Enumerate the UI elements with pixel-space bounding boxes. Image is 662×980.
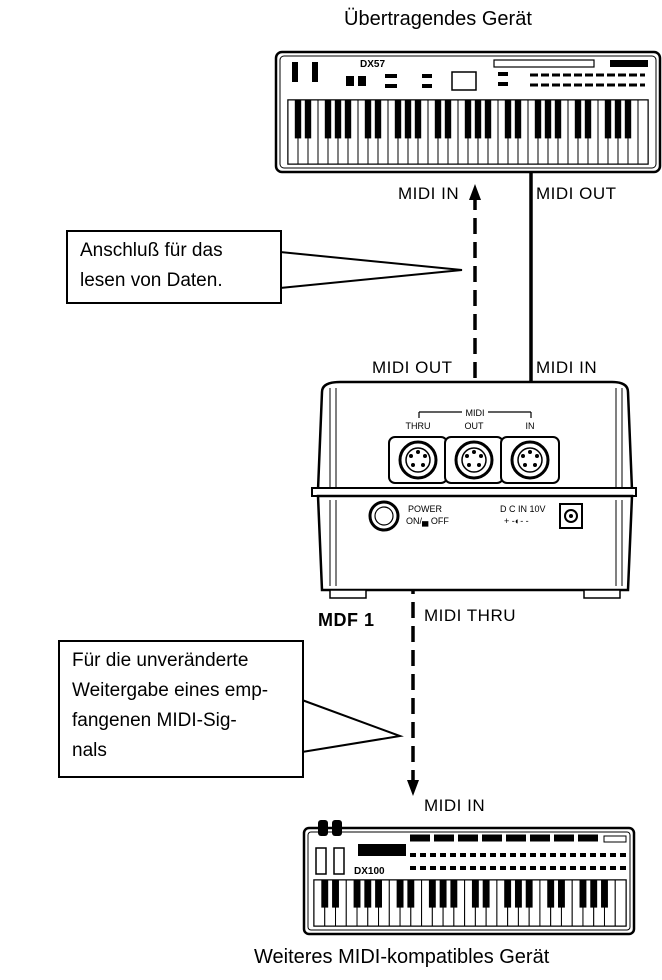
power-state-label: ON/▄ OFF [406,516,449,527]
black-key [435,100,441,138]
callout-thru-line2: Weitergabe eines emp- [72,676,290,706]
black-key [547,880,554,908]
black-key [332,880,339,908]
black-key [483,880,490,908]
arrow-up-head [469,184,481,200]
black-key [440,880,447,908]
black-key [375,100,381,138]
callout-data-read-line1: Anschluß für das [80,236,268,266]
black-key [325,100,331,138]
midi-group-label: MIDI [466,408,485,418]
top-keyboard: DX57 [276,52,660,172]
dc-jack [560,504,582,528]
black-key [465,100,471,138]
callout-data-read: Anschluß für das lesen von Daten. [66,230,282,304]
power-button [370,502,398,530]
callout-data-read-line2: lesen von Daten. [80,266,268,296]
black-key [590,880,597,908]
in-jack [501,437,559,483]
callout-bottom-pointer [302,700,400,752]
top-keyboard-model: DX57 [360,59,385,70]
black-key [505,100,511,138]
out-jack [445,437,503,483]
black-key [575,100,581,138]
black-key [397,880,404,908]
black-key [485,100,491,138]
callout-thru-description: Für die unveränderte Weitergabe eines em… [58,640,304,778]
mdf1-name-label: MDF 1 [318,610,375,631]
black-key [354,880,361,908]
top-midi-in-label: MIDI IN [398,184,459,204]
power-label: POWER [408,504,443,514]
callout-thru-line3: fangenen MIDI-Sig- [72,706,290,736]
mid-midi-out-label: MIDI OUT [372,358,453,378]
black-key [407,880,414,908]
black-key [625,100,631,138]
black-key [415,100,421,138]
bottom-midi-in-label: MIDI IN [424,796,485,816]
callout-top-pointer [280,252,462,288]
black-key [472,880,479,908]
black-key [615,100,621,138]
black-key [558,880,565,908]
black-key [450,880,457,908]
black-key [504,880,511,908]
black-key [429,880,436,908]
top-midi-out-label: MIDI OUT [536,184,617,204]
black-key [365,100,371,138]
mdf1-device: MIDI THRU OUT IN POWER ON/▄ OFF D C IN 1… [312,382,636,598]
black-key [405,100,411,138]
black-key [364,880,371,908]
callout-thru-line4: nals [72,736,290,766]
callout-thru-line1: Für die unveränderte [72,646,290,676]
black-key [515,880,522,908]
black-key [585,100,591,138]
dc-in-label: D C IN 10V [500,504,546,514]
black-key [526,880,533,908]
thru-port-label: THRU [406,421,431,431]
in-port-label: IN [526,421,535,431]
black-key [305,100,311,138]
white-key [638,100,648,164]
midi-thru-label: MIDI THRU [424,606,516,626]
black-key [535,100,541,138]
thru-jack [389,437,447,483]
black-key [555,100,561,138]
white-key [615,880,626,926]
black-key [375,880,382,908]
black-key [295,100,301,138]
black-key [395,100,401,138]
mid-midi-in-label: MIDI IN [536,358,597,378]
black-key [335,100,341,138]
out-port-label: OUT [465,421,485,431]
black-key [545,100,551,138]
black-key [601,880,608,908]
black-key [580,880,587,908]
bottom-keyboard: DX100 [304,820,634,934]
black-key [475,100,481,138]
bottom-keyboard-model: DX100 [354,866,385,877]
black-key [605,100,611,138]
bottom-keyboard-white-keys [314,880,626,926]
black-key [445,100,451,138]
black-key [345,100,351,138]
black-key [515,100,521,138]
dc-polarity-label: + -◐- - [504,516,529,526]
black-key [321,880,328,908]
arrow-down-head-bottom [407,780,419,796]
